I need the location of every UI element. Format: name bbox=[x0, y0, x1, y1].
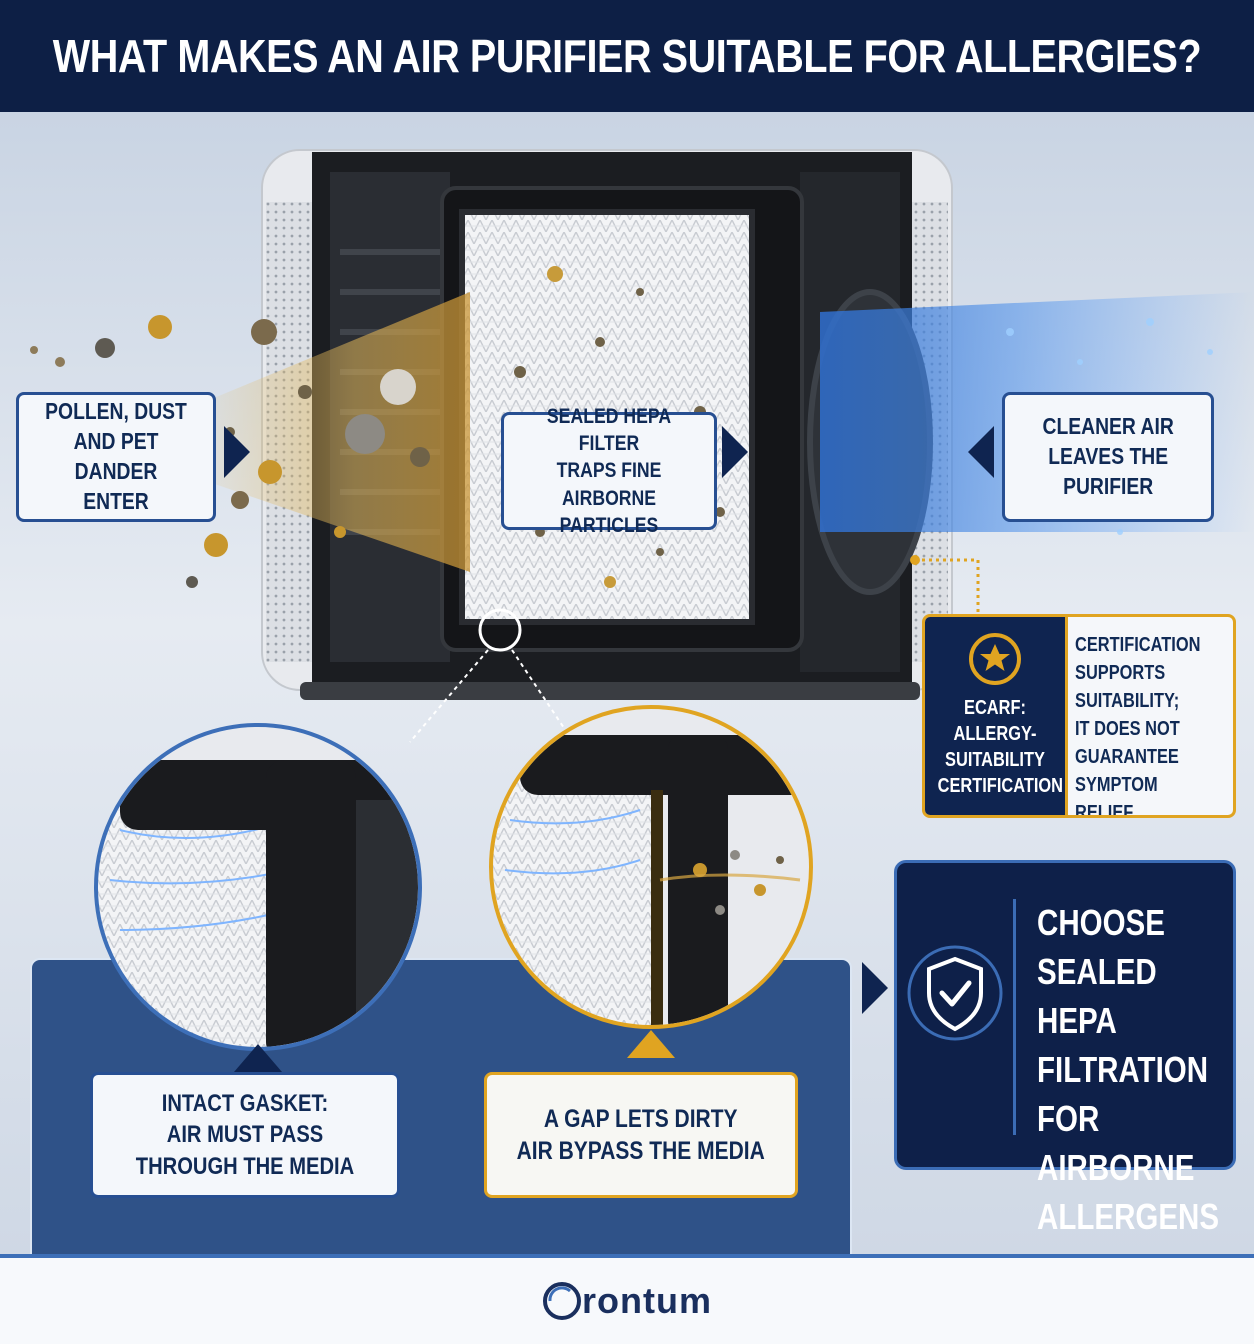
conclusion-card: CHOOSE SEALED HEPA FILTRATION FOR AIRBOR… bbox=[894, 860, 1236, 1237]
star-badge-icon bbox=[969, 633, 1021, 685]
illustration-scene: POLLEN, DUST AND PET DANDER ENTER SEALED… bbox=[0, 112, 1254, 1336]
page-title: WHAT MAKES AN AIR PURIFIER SUITABLE FOR … bbox=[52, 30, 1202, 82]
conclusion-text: CHOOSE SEALED HEPA FILTRATION FOR AIRBOR… bbox=[1037, 902, 1220, 1237]
arrow-right-icon bbox=[722, 426, 748, 478]
certification-card: ECARF: ALLERGY- SUITABILITY CERTIFICATIO… bbox=[922, 614, 1236, 818]
arrow-right-icon bbox=[224, 426, 250, 478]
pointer-up-icon bbox=[234, 1044, 282, 1072]
arrow-left-icon bbox=[968, 426, 994, 478]
certification-name: ECARF: ALLERGY- SUITABILITY CERTIFICATIO… bbox=[937, 697, 1064, 797]
outflow-label: CLEANER AIR LEAVES THE PURIFIER bbox=[1002, 392, 1214, 522]
gap-bypass-label: A GAP LETS DIRTY AIR BYPASS THE MEDIA bbox=[484, 1072, 798, 1198]
shield-check-icon bbox=[907, 945, 1003, 1041]
filter-label: SEALED HEPA FILTER TRAPS FINE AIRBORNE P… bbox=[501, 405, 717, 537]
footer-bar: Frontum bbox=[0, 1254, 1254, 1344]
certification-badge-panel: ECARF: ALLERGY- SUITABILITY CERTIFICATIO… bbox=[925, 617, 1068, 815]
arrow-right-icon bbox=[862, 962, 888, 1014]
intact-gasket-label: INTACT GASKET: AIR MUST PASS THROUGH THE… bbox=[90, 1072, 400, 1198]
divider bbox=[1013, 899, 1016, 1135]
header-bar: WHAT MAKES AN AIR PURIFIER SUITABLE FOR … bbox=[0, 0, 1254, 112]
magnifier-details bbox=[94, 705, 813, 1072]
brand-name: Frontum bbox=[582, 1280, 712, 1321]
intake-label: POLLEN, DUST AND PET DANDER ENTER bbox=[16, 392, 216, 522]
pointer-up-icon bbox=[627, 1030, 675, 1058]
certification-note: CERTIFICATION SUPPORTS SUITABILITY; IT D… bbox=[1075, 634, 1201, 818]
brand-logo-icon bbox=[543, 1282, 581, 1320]
brand-logo: Frontum bbox=[0, 1258, 1254, 1344]
